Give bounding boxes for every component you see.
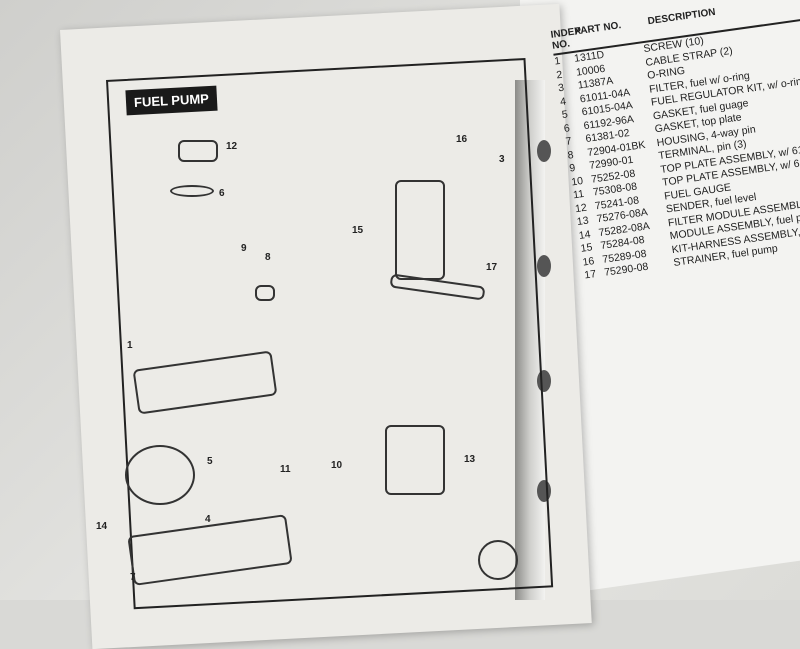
callout-label: 10 [331,460,343,471]
callout-label: 17 [486,262,498,273]
callout-label: 1 [127,340,133,351]
sender-part [385,425,445,495]
fuel-pump-module-part [395,180,445,280]
callout-label: 14 [96,521,108,532]
cell-index: 17 [583,268,597,282]
binding-hole [537,140,551,162]
callout-label: 8 [265,252,271,263]
binding-hole [537,480,551,502]
callout-label: 11 [280,464,291,475]
callout-label: 9 [241,243,247,254]
callout-label: 7 [130,572,136,583]
callout-label: 3 [499,154,505,165]
float-part [478,540,518,580]
callout-label: 4 [205,514,211,525]
filter-part [125,445,195,505]
binding-hole [537,370,551,392]
callout-label: 5 [207,456,213,467]
section-title: FUEL PUMP [125,85,218,116]
binding-hole [537,255,551,277]
callout-label: 16 [456,134,468,145]
callout-label: 15 [352,225,364,236]
fuel-gauge-part [178,140,218,162]
header-index: INDEX NO. [550,25,582,52]
diagram-frame [106,58,554,610]
binding-gutter [515,80,545,600]
callout-label: 12 [226,141,238,152]
housing-part [255,285,275,301]
callout-label: 6 [219,188,225,199]
gasket-part [170,185,214,197]
callout-label: 13 [464,454,476,465]
